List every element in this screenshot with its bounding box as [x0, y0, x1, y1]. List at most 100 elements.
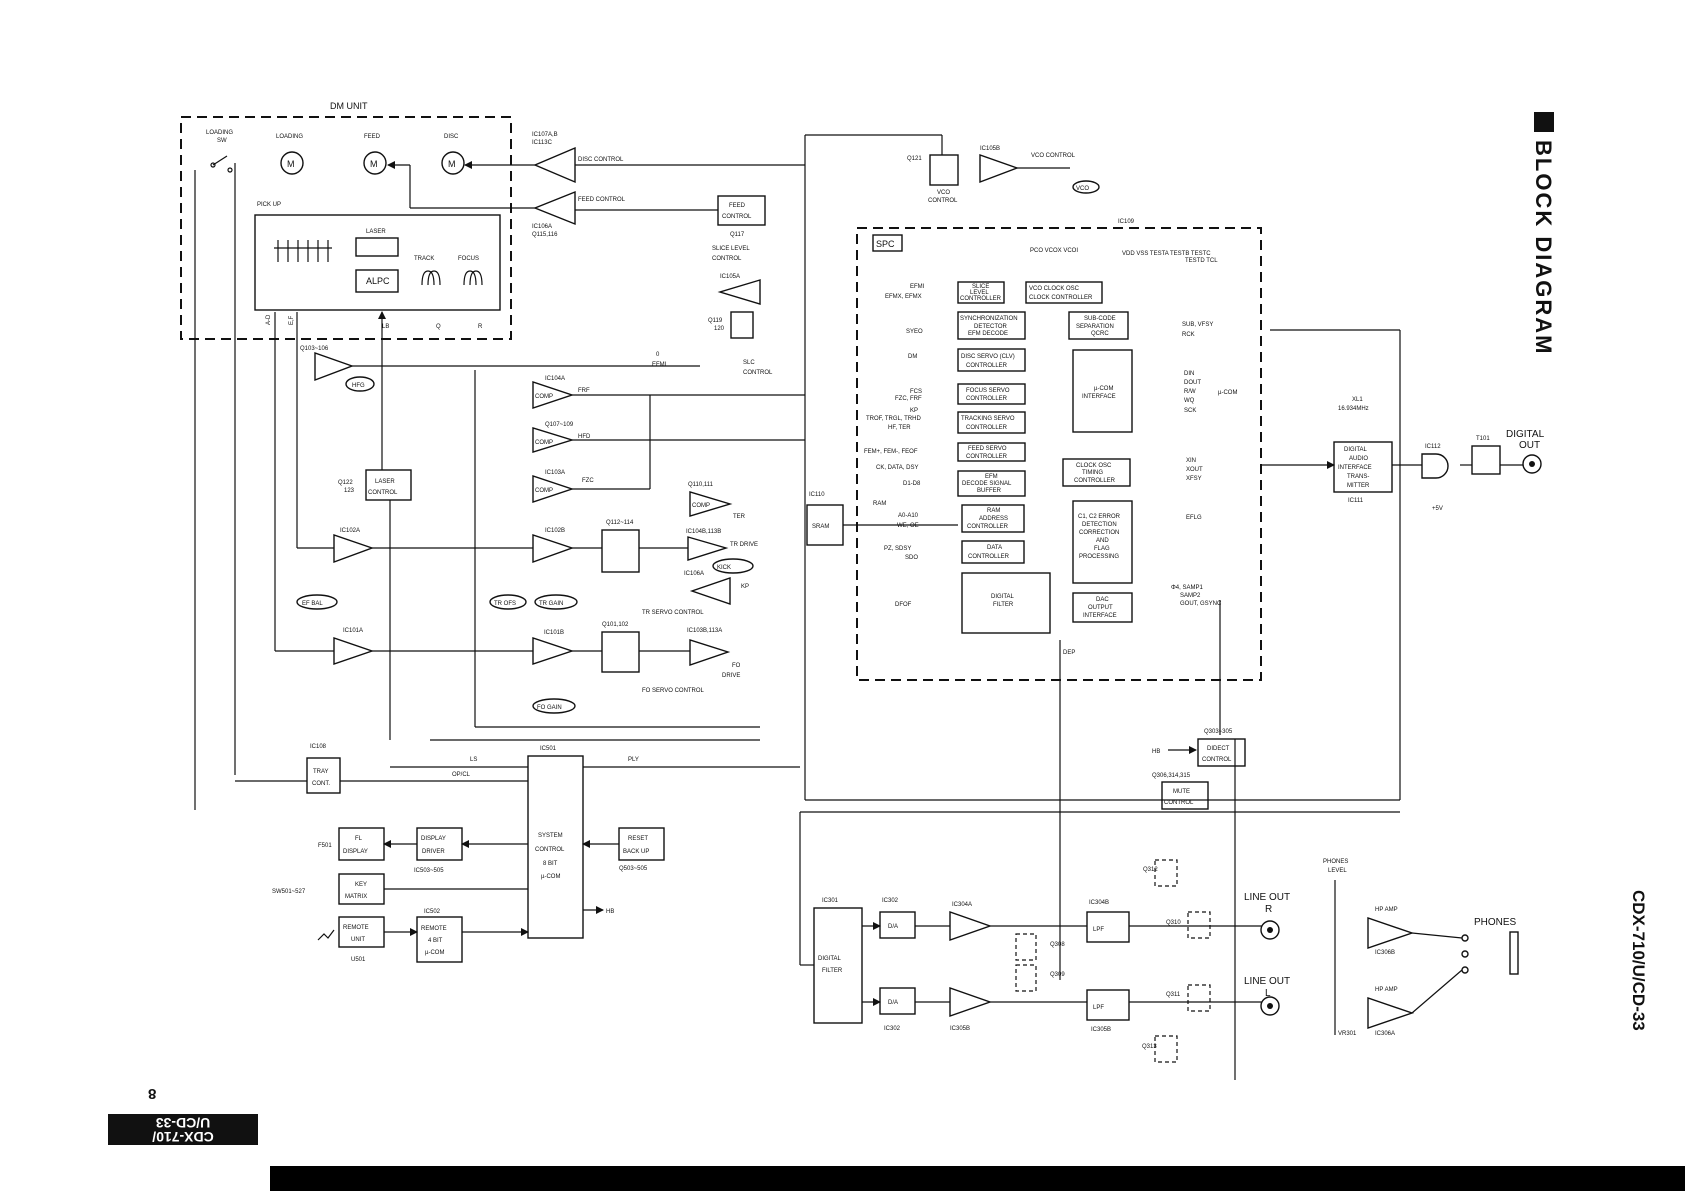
track-coil-icon [421, 270, 441, 286]
q117-label: Q117 [730, 232, 745, 238]
q311-switch [1187, 984, 1211, 1012]
page-title-text: BLOCK DIAGRAM [1531, 140, 1556, 356]
subcode-label-3: QCRC [1091, 331, 1109, 337]
clock-timing-controller [1062, 458, 1131, 487]
c1c2-label-2: DETECTION [1082, 522, 1117, 528]
hfg-pot [345, 376, 375, 392]
clock-label-3: CONTROLLER [1074, 478, 1116, 484]
q119-label: Q119 [708, 318, 723, 324]
ic306b-label: IC306B [1375, 950, 1395, 956]
disc-servo-controller [957, 348, 1026, 372]
q308-switch [1015, 933, 1037, 961]
ad-label: A-D [266, 314, 272, 325]
laser-diode-icon [355, 237, 399, 257]
q101-switch [601, 631, 640, 673]
efm-buf-label-3: BUFFER [977, 488, 1002, 494]
motor-symbol: M [370, 159, 378, 169]
fl-display-box [338, 827, 385, 861]
data-controller [961, 540, 1025, 564]
q309-label: Q309 [1050, 972, 1065, 978]
pin-fzc: FZC, FRF [895, 396, 922, 402]
ic305b-lpf-label: IC305B [1091, 1027, 1111, 1033]
direct-label-2: CONTROL [1202, 757, 1232, 763]
phones-jack-icon [1509, 931, 1519, 975]
tray-label-1: TRAY [313, 769, 329, 775]
q310-label: Q310 [1166, 920, 1181, 926]
phones-contact-icon [1461, 950, 1469, 958]
ter-label: TER [733, 514, 746, 520]
out-wq: WQ [1184, 398, 1195, 404]
hp-amp-r [1367, 917, 1415, 949]
vco-control-label: VCO CONTROL [1031, 153, 1076, 159]
ic103a-comp [532, 475, 575, 503]
page-title: BLOCK DIAGRAM [1530, 112, 1560, 402]
efm-buf-label-1: EFM [985, 474, 998, 480]
subcode-label-2: SEPARATION [1076, 324, 1114, 330]
clock-label-2: TIMING [1082, 470, 1103, 476]
q110-label: Q110,111 [688, 482, 714, 488]
lpf-r-label: LPF [1093, 927, 1104, 933]
ic107-label: IC107A,B [532, 132, 558, 138]
subcode-separation [1068, 311, 1129, 340]
ic111-label: IC111 [1348, 498, 1364, 504]
ram-label: RAM [873, 501, 886, 507]
ls-label: LS [470, 757, 477, 763]
out-dout: DOUT [1184, 380, 1201, 386]
ic301-label: IC301 [822, 898, 839, 904]
q103-label: Q103~106 [300, 346, 329, 352]
disc-servo-label-1: DISC SERVO (CLV) [961, 354, 1015, 360]
efm-decode-buffer [957, 470, 1026, 497]
line-out-r-channel: R [1265, 904, 1272, 915]
error-correction [1072, 500, 1133, 584]
ic106a-amp [689, 577, 731, 605]
q311-label: Q311 [1166, 992, 1181, 998]
dac-label-3: INTERFACE [1083, 613, 1117, 619]
transformer-icon [1471, 445, 1501, 475]
spc-pins-top: PCO VCOX VCOI [1030, 248, 1078, 254]
corner-model-line-1: CDX-710/ [152, 1129, 214, 1145]
comp-label: COMP [535, 488, 553, 494]
hb-out-label: HB [606, 909, 614, 915]
loading-sw-label-2: SW [217, 138, 227, 144]
laser-control-box [365, 469, 412, 501]
ic305b-label: IC305B [950, 1026, 970, 1032]
feed-control-box [717, 195, 766, 226]
phones-level-label-2: LEVEL [1328, 868, 1347, 874]
remote-label-1: REMOTE [343, 925, 369, 931]
ic108-label: IC108 [310, 744, 327, 750]
disc-servo-label-2: CONTROLLER [966, 363, 1008, 369]
disc-motor-label: DISC [444, 134, 459, 140]
hp-amp-l [1367, 997, 1415, 1029]
dit-label-3: INTERFACE [1338, 465, 1372, 471]
sync-detector [957, 311, 1026, 340]
pin-syeo: SYEO [906, 329, 923, 335]
frf-label: FRF [578, 388, 590, 394]
c1c2-label-6: PROCESSING [1079, 554, 1119, 560]
ic109-label: IC109 [1118, 219, 1135, 225]
q310-switch [1187, 911, 1211, 939]
bottom-bar [270, 1166, 1685, 1191]
tr-gain-label: TR GAIN [539, 601, 563, 607]
q123-label: 123 [344, 488, 355, 494]
feed-driver-amp [533, 190, 576, 226]
q503-label: Q503~505 [619, 866, 648, 872]
dm-unit-title: DM UNIT [330, 101, 368, 111]
spc-label: SPC [876, 239, 895, 249]
q306-label: Q306,314,315 [1152, 773, 1191, 779]
sync-label-1: SYNCHRONIZATION [960, 316, 1018, 322]
slice-level-controller [957, 281, 1005, 304]
pin-hf: HF, TER [888, 425, 911, 431]
system-control-box [527, 755, 584, 939]
corner-model-badge: CDX-710/ U/CD-33 [108, 1114, 258, 1145]
alpc-label: ALPC [366, 276, 390, 286]
loading-sw-label: LOADING [206, 130, 233, 136]
hfg-label: HFG [352, 383, 365, 389]
q121-switch [929, 154, 959, 186]
feed-motor-icon: M [363, 151, 387, 175]
c1c2-label-3: CORRECTION [1079, 530, 1119, 536]
disc-driver-amp [533, 146, 576, 184]
digital-out-label-2: OUT [1519, 440, 1540, 451]
da-l-label: D/A [888, 1000, 898, 1006]
corner-model-line-2: U/CD-33 [155, 1115, 211, 1131]
pin-dfof: DFOF [895, 602, 912, 608]
